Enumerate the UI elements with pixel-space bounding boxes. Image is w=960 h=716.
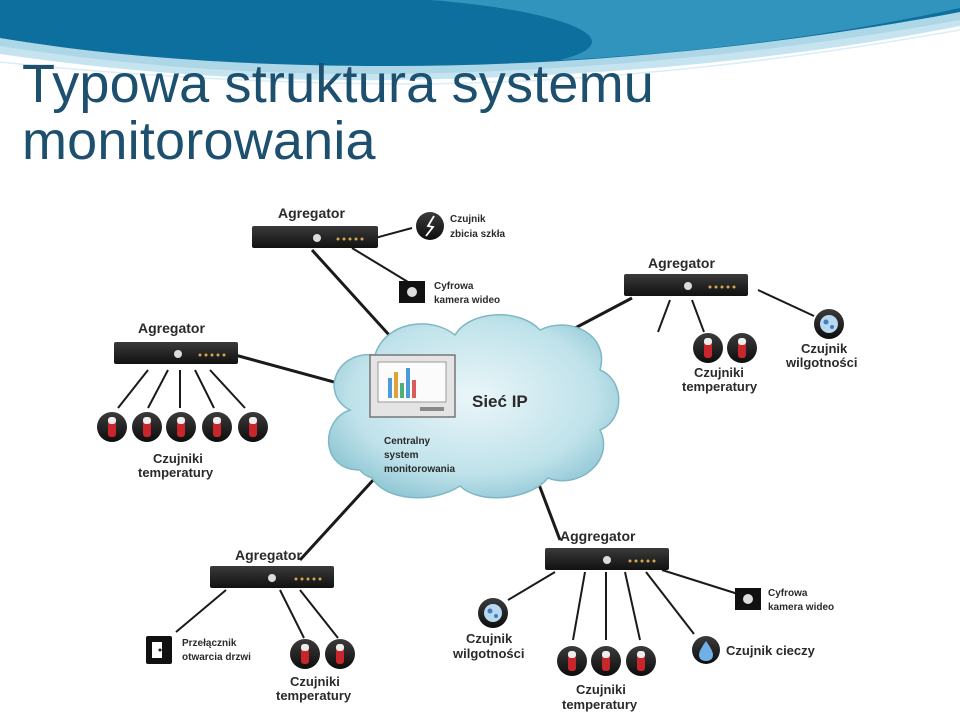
aggregator-bottom-right-label: Aggregator	[560, 528, 636, 544]
door-switch-label-1: Przełącznik	[182, 638, 237, 649]
aggregator-left: Agregator	[114, 320, 238, 364]
aggregator-bottom-left-label: Agregator	[235, 547, 302, 563]
glass-break-label-1: Czujnik	[450, 214, 486, 225]
camera-icon	[735, 588, 761, 610]
glass-break-sensor-icon	[416, 212, 444, 240]
temp-right-label-2: temperatury	[682, 379, 758, 394]
central-monitor-icon	[369, 354, 456, 418]
temperature-sensor-icon	[202, 412, 232, 442]
header-wave-background	[0, 0, 960, 85]
camera-top-label-2: kamera wideo	[434, 295, 500, 306]
temp-bottom-right-label-1: Czujniki	[576, 682, 626, 697]
humidity-sensor-icon	[814, 309, 844, 339]
page-title: Typowa struktura systemu monitorowania	[22, 56, 654, 170]
camera-icon	[399, 281, 425, 303]
central-label-line-3: monitorowania	[384, 464, 456, 475]
central-system-label: Centralny system monitorowania	[384, 436, 456, 475]
liquid-sensor-icon	[692, 636, 720, 664]
humidity-right-label-1: Czujnik	[801, 341, 848, 356]
camera-top-label-1: Cyfrowa	[434, 281, 474, 292]
device-links	[117, 227, 815, 641]
camera-bottom-label-1: Cyfrowa	[768, 588, 808, 599]
glass-break-label-2: zbicia szkła	[450, 229, 505, 240]
aggregator-bottom-right: Aggregator	[545, 528, 669, 570]
title-line-2: monitorowania	[22, 111, 376, 171]
temperature-sensor-group-right	[693, 333, 757, 363]
temperature-sensor-icon	[132, 412, 162, 442]
title-line-1: Typowa struktura systemu	[22, 54, 655, 114]
humidity-bottom-label-1: Czujnik	[466, 631, 513, 646]
temperature-sensor-group-bottom-left	[290, 639, 355, 669]
network-diagram: Sieć IP Centralny system monitorowania A…	[97, 205, 858, 712]
temp-left-label-2: temperatury	[138, 465, 214, 480]
link-agg-bottom-left	[298, 476, 377, 562]
temperature-sensor-group-bottom-right	[557, 646, 656, 676]
temperature-sensor-icon	[290, 639, 320, 669]
temperature-sensor-icon	[166, 412, 196, 442]
cloud-label: Sieć IP	[472, 392, 528, 411]
temperature-sensor-icon	[97, 412, 127, 442]
temperature-sensor-icon	[693, 333, 723, 363]
temperature-sensor-icon	[557, 646, 587, 676]
aggregator-right: Agregator	[624, 255, 748, 296]
aggregator-bottom-left: Agregator	[210, 547, 334, 588]
temperature-sensor-icon	[325, 639, 355, 669]
link-agg-top	[310, 248, 392, 338]
link-agg-left	[234, 353, 346, 387]
aggregator-left-label: Agregator	[138, 320, 205, 336]
liquid-sensor-label: Czujnik cieczy	[726, 643, 816, 658]
humidity-sensor-icon	[478, 598, 508, 628]
aggregator-right-label: Agregator	[648, 255, 715, 271]
door-switch-icon	[146, 636, 172, 664]
temp-left-label-1: Czujniki	[153, 451, 203, 466]
aggregator-top-label: Agregator	[278, 205, 345, 221]
central-label-line-2: system	[384, 450, 419, 461]
aggregator-top: Agregator	[252, 205, 378, 248]
temp-bottom-left-label-2: temperatury	[276, 688, 352, 703]
temperature-sensor-icon	[591, 646, 621, 676]
central-label-line-1: Centralny	[384, 436, 431, 447]
camera-bottom-label-2: kamera wideo	[768, 602, 834, 613]
humidity-right-label-2: wilgotności	[785, 355, 858, 370]
humidity-bottom-label-2: wilgotności	[452, 646, 525, 661]
temperature-sensor-group-left	[97, 412, 268, 442]
temp-bottom-right-label-2: temperatury	[562, 697, 638, 712]
temperature-sensor-icon	[727, 333, 757, 363]
temperature-sensor-icon	[238, 412, 268, 442]
temp-right-label-1: Czujniki	[694, 365, 744, 380]
door-switch-label-2: otwarcia drzwi	[182, 652, 251, 663]
temp-bottom-left-label-1: Czujniki	[290, 674, 340, 689]
temperature-sensor-icon	[626, 646, 656, 676]
